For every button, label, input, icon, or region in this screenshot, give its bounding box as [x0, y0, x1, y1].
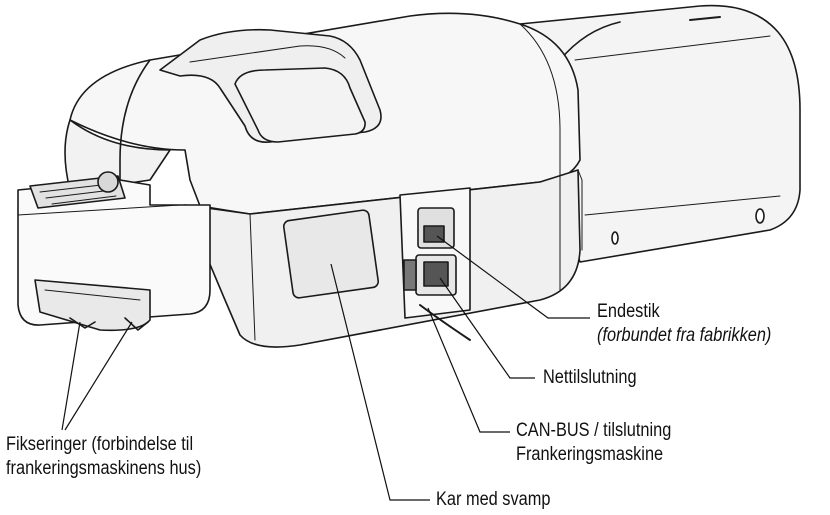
label-fikseringer-line2: frankeringsmaskinens hus)	[6, 458, 202, 479]
rear-housing	[519, 4, 801, 263]
label-nettilslutning: Nettilslutning	[543, 367, 637, 388]
feed-tray	[17, 171, 211, 332]
label-fikseringer-line1: Fikseringer (forbindelse til	[6, 434, 194, 455]
label-endestik-note: (forbundet fra fabrikken)	[597, 325, 772, 346]
connector-panel	[399, 187, 471, 341]
leader-endestik	[436, 235, 590, 319]
leader-kar	[330, 263, 430, 501]
label-kar-med-svamp: Kar med svamp	[436, 489, 551, 510]
main-body	[64, 12, 583, 348]
sponge-tank-door	[282, 209, 380, 299]
leader-fiksering-1	[61, 321, 81, 431]
leader-fiksering-2	[64, 321, 133, 431]
label-endestik: Endestik	[597, 301, 660, 322]
leader-nettilslutning	[439, 277, 535, 379]
label-canbus-line2: Frankeringsmaskine	[516, 444, 664, 465]
leader-canbus	[427, 307, 510, 433]
label-canbus-line1: CAN-BUS / tilslutning	[516, 420, 672, 441]
